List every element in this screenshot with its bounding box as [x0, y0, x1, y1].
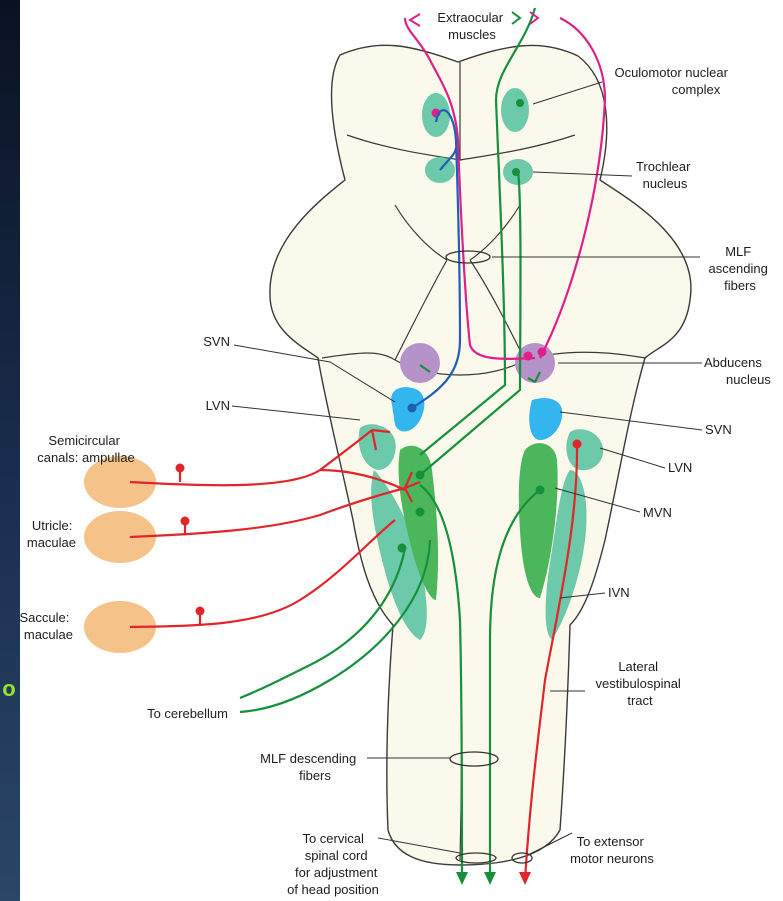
trochlear-right-cell — [512, 168, 520, 176]
label-utricle: Utricle: maculae — [27, 518, 76, 550]
label-mvn: MVN — [643, 505, 672, 520]
mvn-left-cell-1 — [416, 471, 425, 480]
ampulla-ganglion-cell — [176, 464, 185, 473]
label-to-cervical: To cervical spinal cord for adjustment o… — [287, 831, 381, 897]
label-mlf-ascending: MLF ascending fibers — [709, 244, 772, 293]
abducens-nucleus-left — [400, 343, 440, 383]
brainstem — [270, 45, 691, 865]
label-svn-left: SVN — [203, 334, 230, 349]
sense-organs — [84, 456, 156, 653]
ivn-left-cell — [398, 544, 407, 553]
lvn-tract-origin — [573, 440, 582, 449]
label-lvn-left: LVN — [206, 398, 230, 413]
oculomotor-nucleus-right — [501, 88, 529, 132]
label-extraocular: Extraocular muscles — [437, 10, 506, 42]
svn-left-cell — [408, 404, 417, 413]
saccule-ganglion-cell — [196, 607, 205, 616]
utricle-ganglion-cell — [181, 517, 190, 526]
abducens-cell-1 — [524, 352, 533, 361]
mvn-right-cell — [536, 486, 545, 495]
oculomotor-right-cell — [516, 99, 524, 107]
label-abducens: Abducens nucleus — [704, 355, 771, 387]
label-mlf-descending: MLF descending fibers — [260, 751, 360, 783]
label-trochlear: Trochlear nucleus — [636, 159, 694, 191]
label-lateral-vestibulospinal: Lateral vestibulospinal tract — [596, 659, 685, 708]
cervical-arrowhead-1 — [456, 872, 468, 885]
label-svn-right: SVN — [705, 422, 732, 437]
label-semicircular: Semicircular canals: ampullae — [37, 433, 135, 465]
extensor-arrowhead — [519, 872, 531, 885]
label-lvn-right: LVN — [668, 460, 692, 475]
label-to-extensor: To extensor motor neurons — [570, 834, 654, 866]
label-ivn: IVN — [608, 585, 630, 600]
brainstem-outline — [270, 45, 691, 865]
abducens-cell-2 — [538, 348, 547, 357]
label-saccule: Saccule: maculae — [20, 610, 74, 642]
mvn-left-cell-2 — [416, 508, 425, 517]
label-to-cerebellum: To cerebellum — [147, 706, 228, 721]
cervical-arrowhead-2 — [484, 872, 496, 885]
label-oculomotor: Oculomotor nuclear complex — [614, 65, 731, 97]
